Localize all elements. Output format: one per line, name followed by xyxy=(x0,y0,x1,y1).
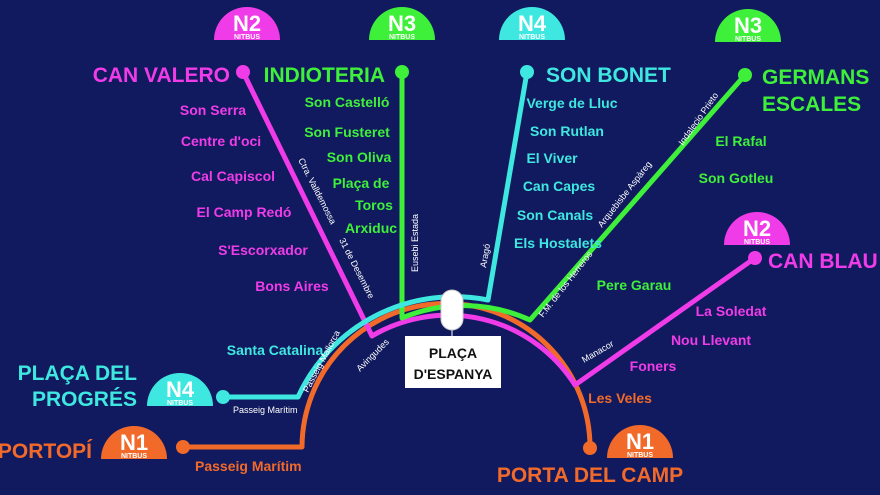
badge-sub: NITBUS xyxy=(519,34,545,41)
terminal-can-blau: CAN BLAU xyxy=(768,250,878,273)
porta-camp-dot xyxy=(583,441,597,455)
can-blau-dot xyxy=(748,251,762,265)
badge-sub: NITBUS xyxy=(234,34,260,41)
stop: Son Gotleu xyxy=(699,170,774,186)
son-bonet-dot xyxy=(520,65,534,79)
stop: Centre d'oci xyxy=(181,133,261,149)
hub-name-line2: D'ESPANYA xyxy=(414,366,493,382)
terminal-escales: ESCALES xyxy=(762,93,861,116)
terminal-dots xyxy=(176,65,762,455)
stop: Santa Catalina xyxy=(227,342,324,358)
street-label: Passeig Marítim xyxy=(195,458,302,474)
stop: El Viver xyxy=(526,150,578,166)
badge-sub: NITBUS xyxy=(389,34,415,41)
stop: Foners xyxy=(630,358,677,374)
terminal-germans: GERMANS xyxy=(762,66,869,89)
badge-label: N2 xyxy=(233,11,261,36)
stop: Bons Aires xyxy=(255,278,329,294)
placa-progres-dot xyxy=(216,390,230,404)
terminal-progres: PROGRÉS xyxy=(32,388,137,411)
stop: Son Oliva xyxy=(327,149,392,165)
stop: Les Veles xyxy=(588,390,652,406)
badge-sub: NITBUS xyxy=(627,452,653,459)
badge-label: N4 xyxy=(518,11,547,36)
n2-line xyxy=(240,70,757,388)
stop: Cal Capiscol xyxy=(191,168,275,184)
terminal-portopi: PORTOPÍ xyxy=(0,440,93,463)
stop: Pere Garau xyxy=(597,277,672,293)
stop: Son Rutlan xyxy=(530,123,604,139)
n3-line xyxy=(399,72,747,323)
badge-sub: NITBUS xyxy=(744,239,770,246)
stop: Nou Llevant xyxy=(671,332,751,348)
hub-label-box xyxy=(405,336,501,388)
badge-label: N3 xyxy=(388,11,416,36)
can-valero-dot xyxy=(236,65,250,79)
badge-label: N3 xyxy=(734,13,762,38)
portopi-dot xyxy=(176,440,190,454)
terminal-porta-del-camp: PORTA DEL CAMP xyxy=(497,464,683,487)
stop: Son Canals xyxy=(517,207,593,223)
stop: La Soledat xyxy=(696,303,767,319)
terminal-can-valero: CAN VALERO xyxy=(93,64,230,87)
badge-sub: NITBUS xyxy=(167,400,193,407)
stop: Son Serra xyxy=(180,102,246,118)
hub-marker xyxy=(440,289,464,331)
stop: Son Fusteret xyxy=(304,124,390,140)
stop: Els Hostalets xyxy=(514,235,602,251)
stop: Plaça de xyxy=(333,175,390,191)
street-label: Eusebi Estada xyxy=(410,214,420,272)
badge-sub: NITBUS xyxy=(735,36,761,43)
stop: Arxiduc xyxy=(345,220,397,236)
stop: El Rafal xyxy=(715,133,766,149)
terminal-son-bonet: SON BONET xyxy=(546,64,671,87)
terminal-indioteria: INDIOTERIA xyxy=(264,64,385,87)
street-label: Aragó xyxy=(478,243,492,268)
stop: El Camp Redó xyxy=(197,204,292,220)
terminal-placa-del: PLAÇA DEL xyxy=(18,362,138,385)
badge-label: N1 xyxy=(120,430,148,455)
stop: Toros xyxy=(355,197,393,213)
badge-label: N1 xyxy=(626,429,654,454)
stop: Verge de Lluc xyxy=(526,95,617,111)
stop: Son Castelló xyxy=(305,94,390,110)
badge-sub: NITBUS xyxy=(121,453,147,460)
hub-name-line1: PLAÇA xyxy=(429,345,477,361)
badge-label: N2 xyxy=(743,216,771,241)
stop: S'Escorxador xyxy=(218,242,308,258)
stop: Can Capes xyxy=(523,178,596,194)
n4-line xyxy=(223,71,530,400)
indioteria-dot xyxy=(395,65,409,79)
badge-label: N4 xyxy=(166,377,195,402)
germans-escales-dot xyxy=(738,68,752,82)
street-label: Passeig Marítim xyxy=(233,405,298,415)
